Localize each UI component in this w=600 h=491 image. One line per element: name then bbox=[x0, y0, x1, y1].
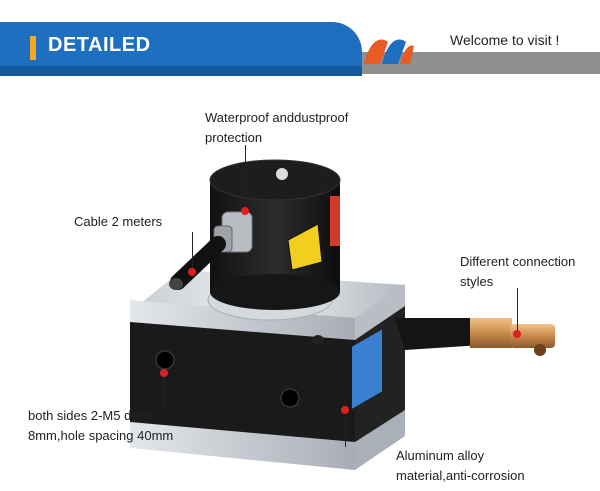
waterproof-callout-line bbox=[245, 145, 246, 210]
cable-callout-dot bbox=[188, 268, 196, 276]
holes-callout-line bbox=[164, 377, 165, 409]
section-title: DETAILED bbox=[48, 34, 151, 56]
waterproof-label: Waterproof anddustproof protection bbox=[205, 110, 349, 145]
material-callout-line bbox=[345, 415, 346, 447]
material-label: Aluminum alloy material,anti-corrosion bbox=[396, 448, 525, 483]
header-bar bbox=[362, 52, 600, 74]
title-tab-shade bbox=[0, 66, 362, 76]
title-accent bbox=[30, 36, 36, 60]
connection-callout-dot bbox=[513, 330, 521, 338]
holes-callout-dot bbox=[160, 369, 168, 377]
title-tab bbox=[0, 22, 362, 74]
cable-label: Cable 2 meters bbox=[74, 214, 163, 229]
waterproof-callout-dot bbox=[241, 207, 249, 215]
holes-label: both sides 2-M5 deep 8mm,hole spacing 40… bbox=[28, 408, 174, 443]
connection-callout-line bbox=[517, 288, 518, 332]
brand-logo-icon bbox=[364, 39, 414, 64]
cable-callout-line bbox=[192, 232, 193, 270]
material-callout-dot bbox=[341, 406, 349, 414]
welcome-text: Welcome to visit ! bbox=[450, 32, 560, 48]
draw-wire-sensor-icon bbox=[130, 159, 555, 470]
page-header: DETAILED Welcome to visit ! bbox=[0, 0, 600, 80]
connection-label: Different connection styles bbox=[460, 254, 576, 289]
